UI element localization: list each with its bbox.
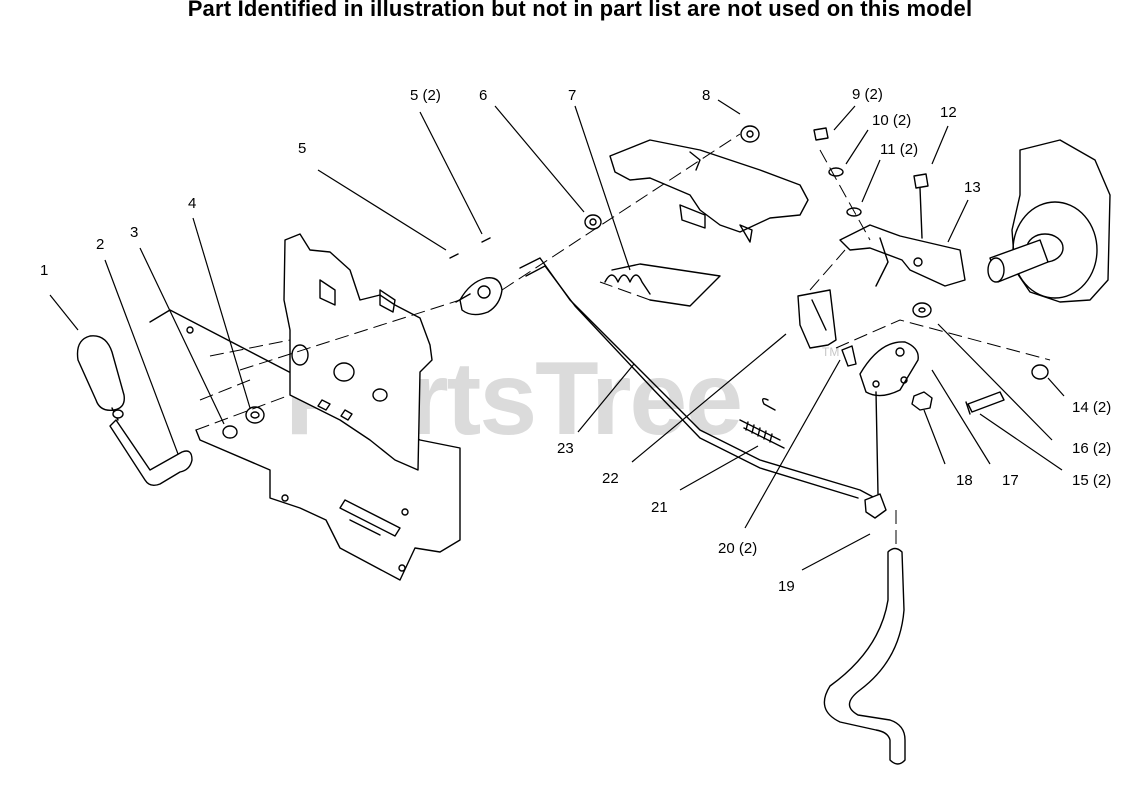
part-bolt-15 (965, 391, 1005, 415)
callout-18: 18 (956, 472, 973, 489)
part-bolt-12 (913, 173, 929, 239)
callout-7: 7 (568, 87, 577, 104)
part-pivot-plate (859, 341, 919, 397)
part-frame-bracket (609, 125, 809, 243)
callout-9: 9 (2) (852, 86, 883, 103)
callout-21: 21 (651, 499, 668, 516)
callout-22: 22 (602, 470, 619, 487)
part-transmission-housing (987, 139, 1111, 303)
part-pin-9 (813, 127, 829, 141)
callout-2: 2 (96, 236, 105, 253)
callout-1: 1 (40, 262, 49, 279)
part-washers (222, 406, 265, 439)
callout-13: 13 (964, 179, 981, 196)
callout-12: 12 (940, 104, 957, 121)
part-mounting-plate (149, 309, 461, 581)
callout-15: 15 (2) (1072, 472, 1112, 489)
callout-leader-lines (49, 99, 1065, 571)
callout-3: 3 (130, 224, 139, 241)
callout-6: 6 (479, 87, 488, 104)
part-angle-bracket (797, 289, 837, 349)
diagram-note: Part Identified in illustration but not … (187, 0, 973, 21)
part-knob (76, 335, 125, 421)
watermark-trademark: TM (822, 345, 840, 359)
part-spring (604, 263, 721, 307)
callout-23: 23 (557, 440, 574, 457)
part-bracket-panel (283, 233, 433, 471)
part-washer-14 (1031, 364, 1049, 380)
part-threaded-rod (739, 397, 785, 449)
callout-10: 10 (2) (872, 112, 912, 129)
callout-17: 17 (1002, 472, 1019, 489)
part-bolt-20 (841, 345, 857, 367)
part-pivot-assembly (449, 237, 503, 316)
callout-19: 19 (778, 578, 795, 595)
part-washer-16 (912, 302, 932, 318)
part-lever-rod (823, 391, 906, 765)
callout-8: 8 (702, 87, 711, 104)
callout-4: 4 (188, 195, 197, 212)
part-nut-18 (911, 391, 933, 411)
callout-16: 16 (2) (1072, 440, 1112, 457)
assembly-centerlines (195, 133, 1051, 548)
part-control-rod (519, 257, 876, 499)
callout-20: 20 (2) (718, 540, 758, 557)
callout-14: 14 (2) (1072, 399, 1112, 416)
callout-5: 5 (298, 140, 307, 157)
callout-5-qty2: 5 (2) (410, 87, 441, 104)
callout-11: 11 (2) (880, 141, 919, 158)
part-washer-10 (828, 167, 844, 177)
part-mount-bracket-13 (839, 224, 966, 287)
part-handle-rod (109, 419, 193, 487)
part-washer-6 (584, 214, 602, 230)
